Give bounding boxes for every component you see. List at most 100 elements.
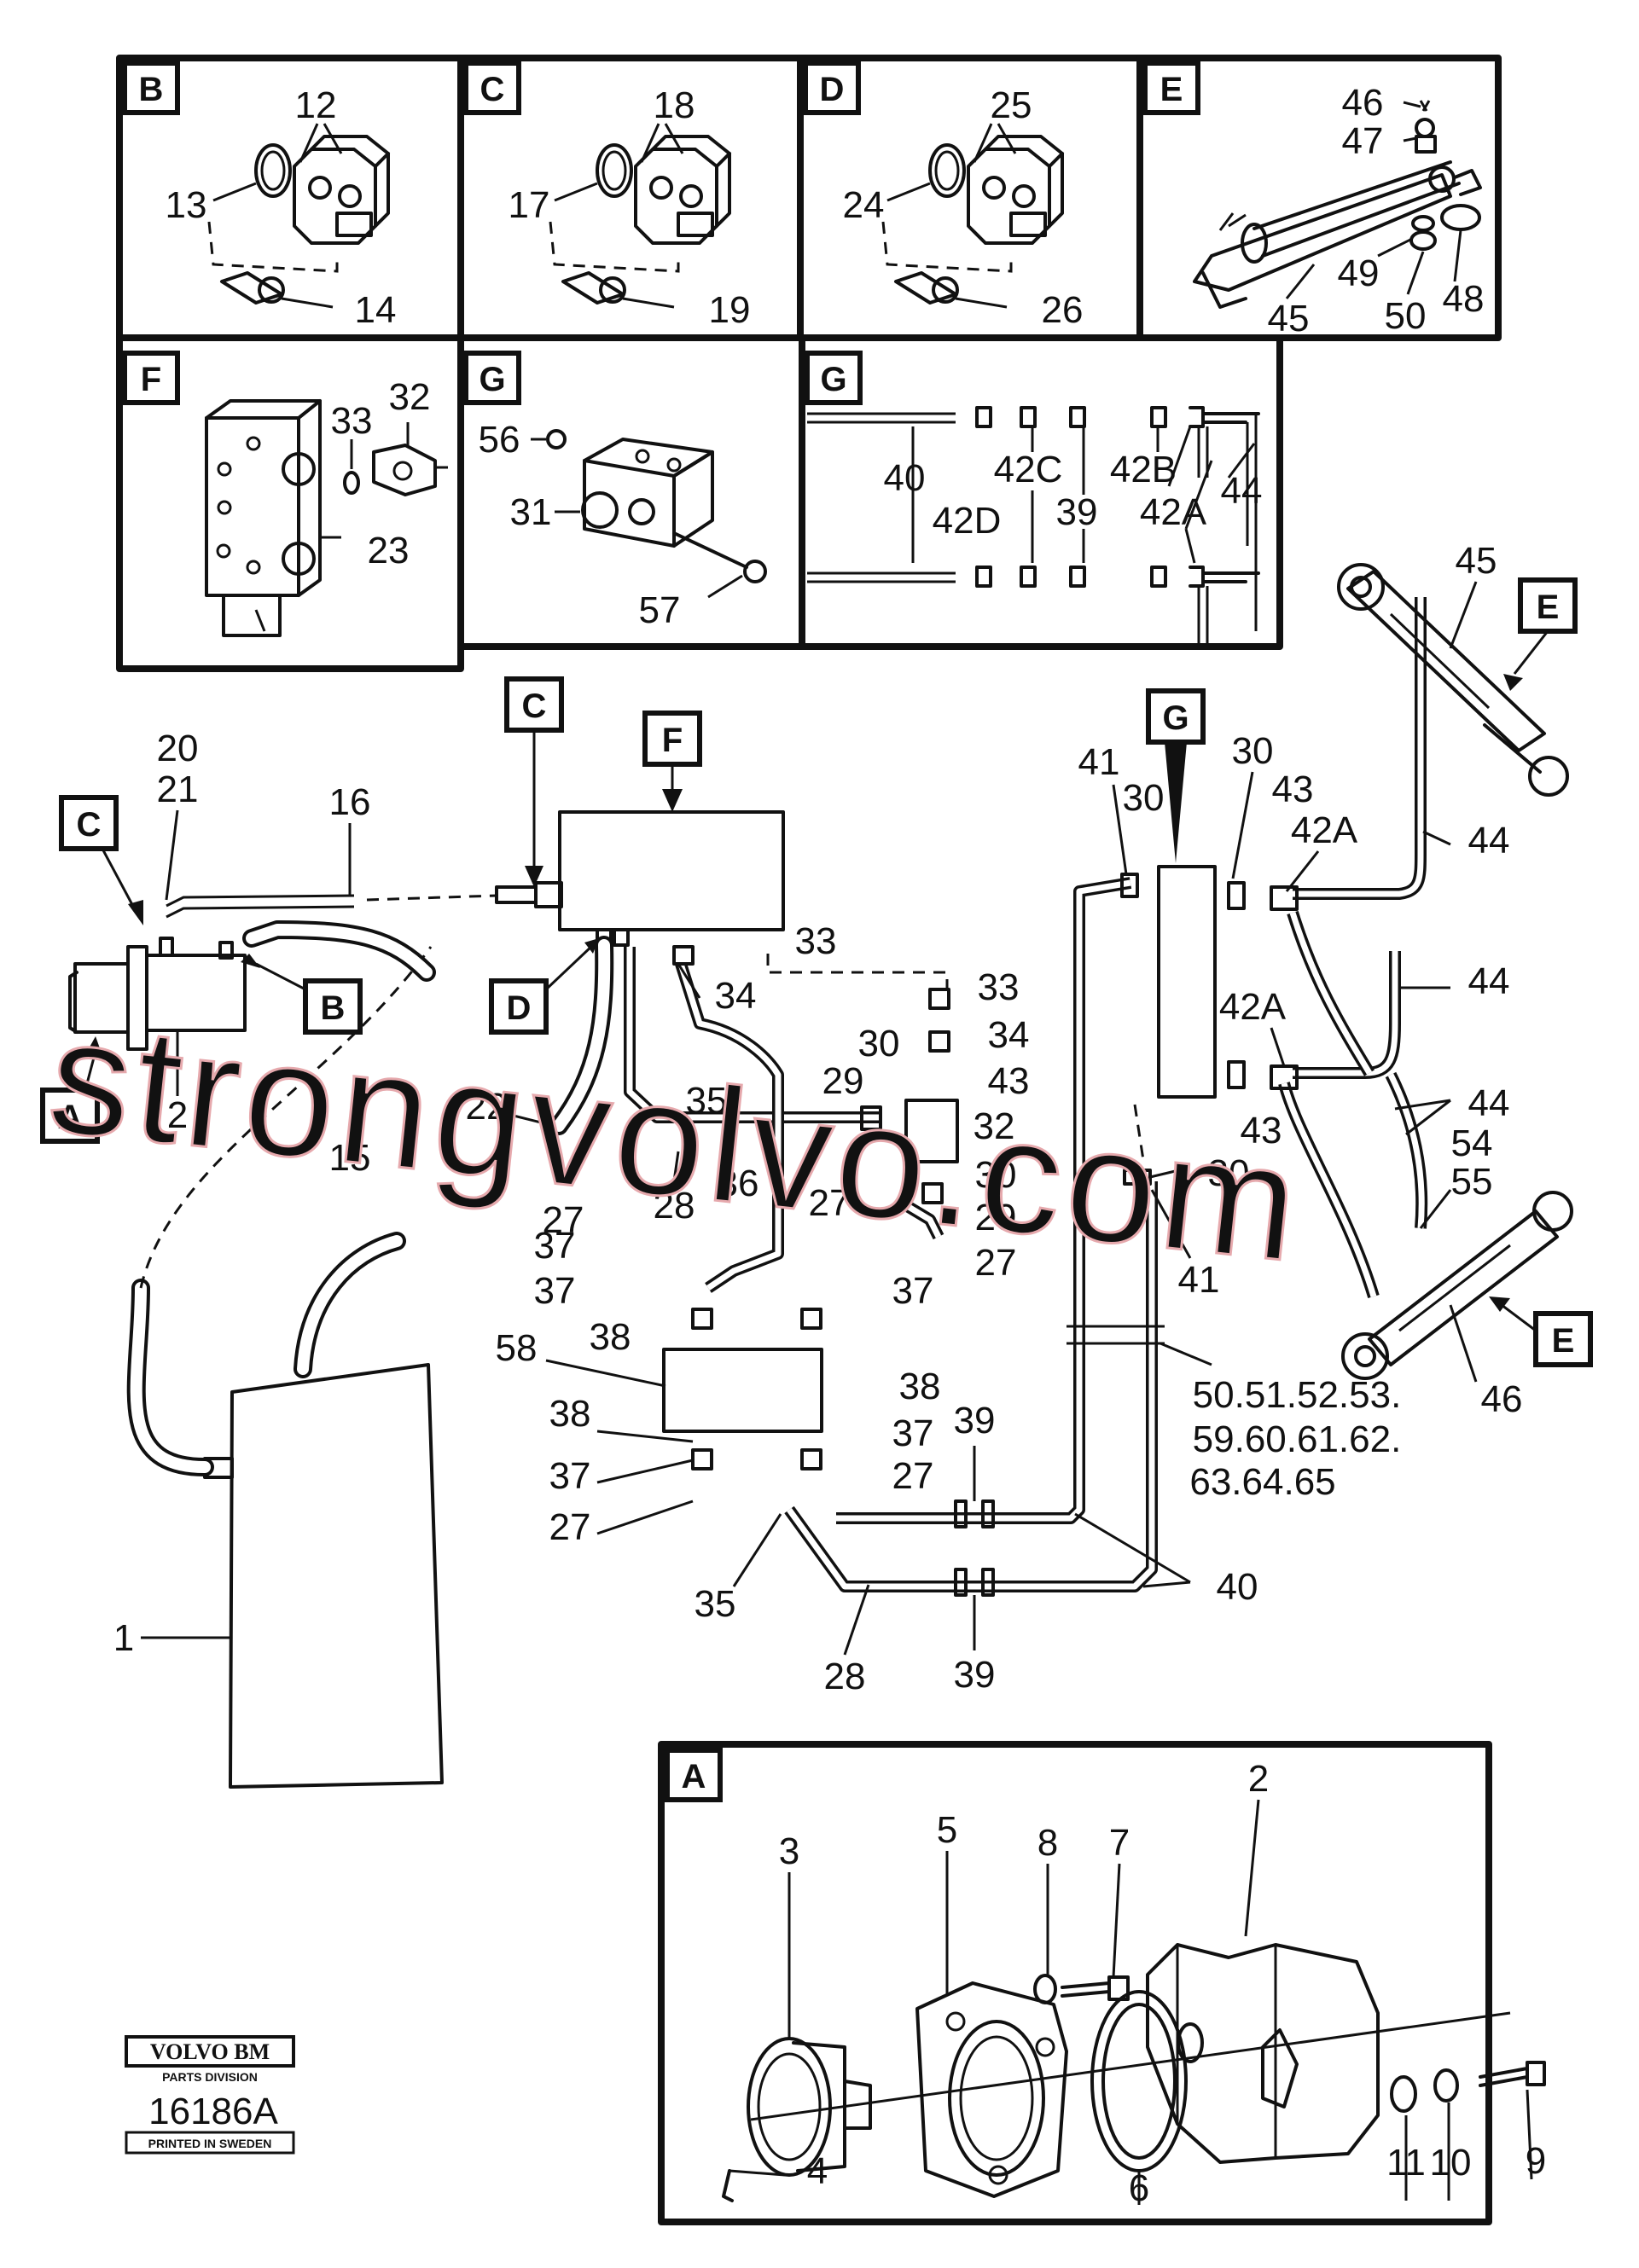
note-line-2: 59.60.61.62. [1193,1418,1402,1460]
label-44-g: 44 [1221,470,1263,512]
label-30-e: 30 [1208,1152,1250,1194]
main-callouts: C F G E C B D A E [40,577,1593,1367]
label-1: 1 [113,1617,134,1659]
label-56: 56 [479,419,520,461]
panel-c: C 18 17 19 [463,61,750,331]
label-33-b: 33 [978,966,1020,1008]
callout-f: F [662,722,683,759]
lift-cylinder-upper [1337,563,1569,797]
callout-c-left: C [77,806,102,844]
panel-c-tag: C [480,71,505,108]
label-16: 16 [329,781,371,823]
label-37-d: 37 [892,1270,934,1312]
panel-a-tag-box [665,1748,723,1802]
main-system [68,563,1573,1789]
label-40: 40 [1217,1566,1258,1608]
callout-e-bottom: E [1552,1322,1575,1360]
logo-division: PARTS DIVISION [162,2070,258,2084]
hydraulic-cylinder-drawing [1193,100,1482,309]
label-30-d: 30 [1232,730,1274,772]
distribution-block-drawing [546,429,767,583]
panel-b-tag: B [139,71,164,108]
label-35-b: 35 [695,1583,736,1625]
label-a-6: 6 [1129,2167,1149,2209]
callout-d: D [507,989,532,1027]
hydraulic-tank [229,1363,444,1789]
label-39-b: 39 [954,1654,996,1696]
label-35-a: 35 [686,1080,728,1122]
label-25: 25 [991,84,1032,126]
distributor-g [1157,865,1217,1099]
valve-block-f [558,810,785,931]
panel-g-pipes: G 40 42C 42B 44 42D 39 42A [805,351,1263,647]
callout-a-box [40,1088,100,1144]
label-20: 20 [157,728,199,769]
callout-g: G [1162,699,1189,737]
label-a-7: 7 [1109,1822,1130,1864]
label-37-c: 37 [549,1455,591,1497]
pump-assembly [68,937,247,1051]
callout-f-box [642,711,702,767]
logo-brand: VOLVO BM [150,2039,270,2064]
label-47: 47 [1342,120,1384,162]
lift-cylinder-lower [1341,1191,1573,1380]
pipe-run-drawing [807,406,1260,647]
label-27-d: 27 [549,1506,591,1548]
valve-block-drawing [205,399,437,637]
panel-g-block: G 56 31 57 [463,351,767,631]
panel-d-tag-box [803,61,861,115]
label-21: 21 [157,769,199,810]
label-37-e: 37 [534,1225,576,1267]
label-54: 54 [1451,1122,1493,1164]
label-43-c: 43 [1241,1110,1282,1151]
label-44-b: 44 [1468,960,1510,1002]
main-labels: 20 21 16 33 34 33 34 43 30 29 32 35 30 2… [113,540,1523,1697]
label-36: 36 [718,1163,759,1204]
label-38-c: 38 [549,1393,591,1435]
label-45: 45 [1268,298,1310,339]
flange-clamp-drawing-c [549,135,731,305]
label-13: 13 [166,184,207,226]
panel-e-tag: E [1160,71,1183,108]
label-38-b: 38 [899,1366,941,1407]
label-55: 55 [1451,1161,1493,1203]
panel-f-tag-box [122,351,180,405]
flange-clamp-drawing [207,135,390,305]
panel-g1-tag: G [479,361,505,398]
label-26: 26 [1042,289,1084,331]
label-27-a: 27 [975,1242,1017,1284]
drawing-number: 16186A [148,2091,278,2132]
label-40-g: 40 [884,457,926,499]
label-42a-b: 42A [1219,986,1287,1028]
label-12: 12 [295,84,337,126]
callout-b: B [321,989,346,1027]
panel-f-tag: F [141,361,161,398]
label-42d: 42D [933,500,1002,542]
top-panel-frames [116,55,1502,672]
label-44-c: 44 [1468,1082,1510,1124]
label-18: 18 [654,84,695,126]
panel-a: A [658,1741,1546,2225]
label-42a-a: 42A [1291,809,1358,851]
panel-f: F 33 32 23 [122,351,448,637]
label-32: 32 [974,1105,1015,1147]
callout-c-top-box [504,676,564,733]
label-58: 58 [496,1327,538,1369]
logo-printed: PRINTED IN SWEDEN [148,2137,272,2150]
label-42a-g: 42A [1140,491,1207,533]
label-46: 46 [1342,82,1384,124]
label-39-a: 39 [954,1400,996,1441]
label-48: 48 [1443,278,1485,320]
label-a-2: 2 [1248,1758,1269,1800]
label-a-10: 10 [1430,2142,1472,2184]
panel-g2-tag: G [820,361,846,398]
label-57: 57 [639,589,681,631]
panel-b: B 12 13 14 [122,61,396,331]
panel-c-tag-box [463,61,521,115]
callout-e-bottom-box [1533,1311,1593,1367]
filter-block [904,1099,959,1163]
callout-b-box [303,978,363,1035]
oil-cooler [662,1348,823,1433]
label-28-a: 28 [654,1185,695,1227]
